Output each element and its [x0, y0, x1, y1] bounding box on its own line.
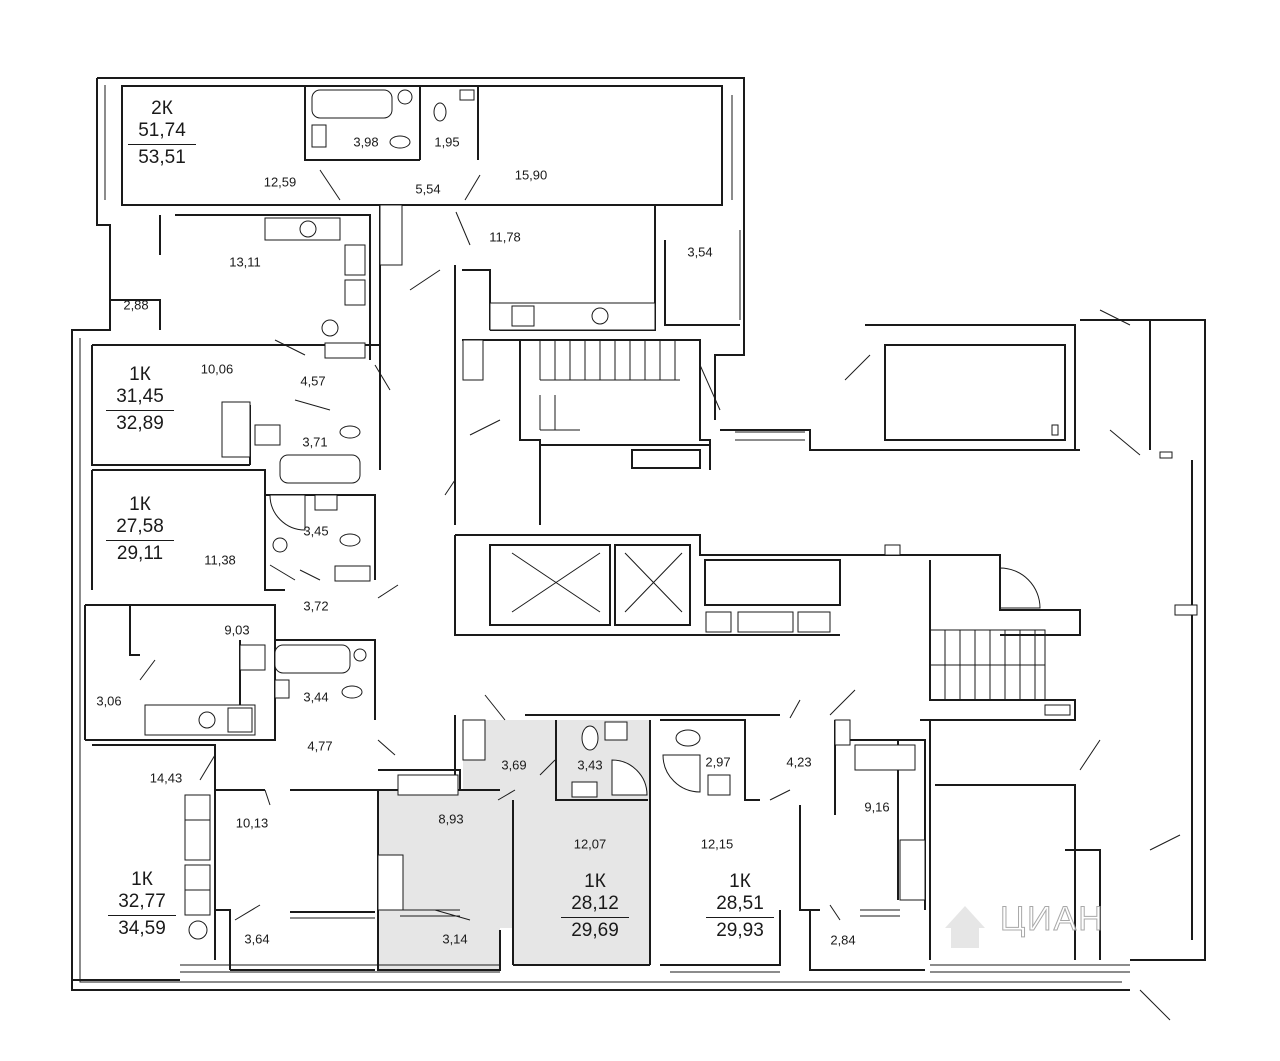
- room-area: 5,54: [415, 181, 441, 197]
- apartment-label-1k-e[interactable]: 1К 28,51 29,93: [700, 871, 780, 942]
- room-area: 12,15: [700, 836, 734, 852]
- outer-walls: [71, 77, 1206, 991]
- apartment-total-area: 29,93: [716, 920, 764, 941]
- room-area: 12,59: [263, 174, 297, 190]
- room-area: 10,06: [200, 361, 234, 377]
- apartment-type: 1К: [129, 494, 151, 515]
- room-area: 2,88: [123, 297, 149, 313]
- room-area: 3,98: [353, 134, 379, 150]
- room-area: 11,78: [489, 229, 521, 245]
- room-area: 3,45: [303, 523, 329, 539]
- room-area: 1,95: [434, 134, 460, 150]
- room-area: 3,14: [442, 931, 468, 947]
- room-area: 11,38: [204, 552, 236, 568]
- watermark-text: ЦИАН: [1000, 900, 1105, 939]
- apartment-label-1k-c[interactable]: 1К 32,77 34,59: [102, 869, 182, 940]
- apartment-total-area: 32,89: [116, 413, 164, 434]
- apartment-label-1k-b[interactable]: 1К 27,58 29,11: [100, 494, 180, 565]
- selected-apartment-highlight: [378, 720, 650, 970]
- room-area: 3,71: [302, 434, 328, 450]
- apartment-type: 1К: [584, 871, 606, 892]
- house-logo-icon: [935, 888, 1145, 952]
- apartment-total-area: 53,51: [138, 147, 186, 168]
- apartment-type: 2К: [151, 98, 173, 119]
- room-area: 9,03: [224, 622, 250, 638]
- apartment-living-area: 28,51: [706, 893, 774, 918]
- core-walls: [454, 265, 1081, 960]
- room-area: 3,43: [577, 757, 603, 773]
- room-area: 14,43: [149, 770, 183, 786]
- bottom-apartments-walls: [230, 714, 1101, 971]
- room-area: 13,11: [229, 254, 261, 270]
- room-area: 3,06: [96, 693, 122, 709]
- apartment-living-area: 32,77: [108, 891, 176, 916]
- room-area: 4,77: [307, 738, 333, 754]
- room-area: 2,84: [830, 932, 856, 948]
- room-area: 3,54: [687, 244, 713, 260]
- apartment-label-1k-d[interactable]: 1К 28,12 29,69: [555, 871, 635, 942]
- room-area: 3,44: [303, 689, 329, 705]
- apartment-living-area: 51,74: [128, 120, 196, 145]
- room-area: 3,72: [303, 598, 329, 614]
- apartment-type: 1К: [729, 871, 751, 892]
- windows: [71, 85, 1130, 973]
- room-area: 2,97: [705, 754, 731, 770]
- apartment-total-area: 34,59: [118, 918, 166, 939]
- apartment-total-area: 29,11: [116, 543, 164, 564]
- room-area: 3,64: [244, 931, 270, 947]
- room-area: 3,69: [501, 757, 527, 773]
- apartment-label-1k-a[interactable]: 1К 31,45 32,89: [100, 364, 180, 435]
- apartment-type: 1К: [131, 869, 153, 890]
- apartment-total-area: 29,69: [571, 920, 619, 941]
- room-area: 9,16: [864, 799, 890, 815]
- stairs: [539, 340, 1045, 700]
- room-area: 4,57: [300, 373, 326, 389]
- room-area: 8,93: [438, 811, 464, 827]
- room-area: 15,90: [514, 167, 548, 183]
- doors: [139, 169, 1181, 1021]
- room-area: 10,13: [235, 815, 269, 831]
- room-area: 12,07: [573, 836, 607, 852]
- apartment-living-area: 27,58: [106, 516, 174, 541]
- apartment-type: 1К: [129, 364, 151, 385]
- apartment-label-2k[interactable]: 2К 51,74 53,51: [122, 98, 202, 169]
- room-area: 4,23: [786, 754, 812, 770]
- apartment-living-area: 28,12: [561, 893, 629, 918]
- fixtures: [144, 89, 1198, 940]
- apartment-living-area: 31,45: [106, 386, 174, 411]
